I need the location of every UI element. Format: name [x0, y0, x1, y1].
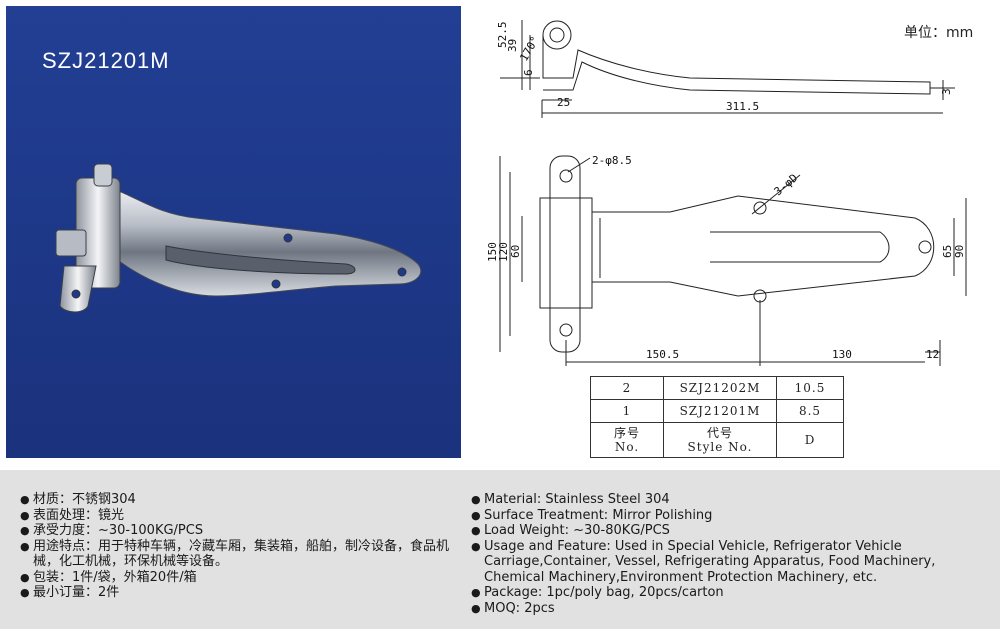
dim-60: 60: [509, 245, 522, 258]
spec-item-surface-en: ●Surface Treatment: Mirror Polishing: [471, 507, 713, 523]
unit-label: 单位：mm: [904, 25, 974, 41]
spec-item-package-cn: ●包装：1件/袋，外箱20件/箱: [20, 569, 197, 585]
dim-65: 65: [941, 245, 954, 258]
dim-6: 6: [522, 69, 535, 76]
dim-12: 12: [926, 348, 939, 361]
dim-130: 130: [832, 348, 852, 361]
spec-list-chinese: ●材质：不锈钢304 ●表面处理：镜光 ●承受力度：~30-100KG/PCS …: [20, 492, 460, 601]
dim-120: 120: [497, 242, 510, 262]
spec-info-band: ●材质：不锈钢304 ●表面处理：镜光 ●承受力度：~30-100KG/PCS …: [0, 470, 1000, 629]
spec-item-moq-cn: ●最小订量：2件: [20, 585, 120, 600]
table-cell-d: 10.5: [776, 376, 844, 400]
table-cell-style: SZJ21202M: [663, 376, 777, 400]
spec-item-moq-en: ●MOQ: 2pcs: [471, 600, 555, 616]
dim-52-5: 52.5: [496, 22, 509, 49]
header-style-en: Style No.: [687, 440, 753, 454]
dim-angle-170: 170°: [517, 34, 542, 63]
table-cell-d: 8.5: [776, 399, 844, 423]
table-cell-no: 2: [590, 376, 664, 400]
bullet-icon: ●: [471, 493, 481, 506]
dim-39: 39: [506, 39, 519, 52]
dim-3-phi-d: 3-φD: [772, 171, 801, 198]
hinge-photo: [55, 163, 422, 313]
bullet-icon: ●: [20, 570, 30, 584]
header-style-cn: 代号: [706, 426, 733, 440]
table-cell-style: SZJ21201M: [663, 399, 777, 423]
product-photo-panel: SZJ21201M: [6, 6, 461, 458]
header-no-cn: 序号: [613, 426, 640, 440]
table-row: 2 SZJ21202M 10.5: [590, 376, 844, 400]
bullet-icon: ●: [20, 493, 30, 506]
bullet-icon: ●: [471, 539, 481, 553]
bullet-icon: ●: [20, 539, 30, 553]
table-row: 1 SZJ21201M 8.5: [590, 399, 844, 423]
bullet-icon: ●: [471, 601, 481, 615]
spec-item-package-en: ●Package: 1pc/poly bag, 20pcs/carton: [471, 585, 724, 600]
header-no-en: No.: [614, 440, 640, 454]
spec-item-surface-cn: ●表面处理：镜光: [20, 507, 125, 523]
dim-150-5: 150.5: [646, 348, 679, 361]
table-header-d: D: [776, 422, 844, 458]
bullet-icon: ●: [20, 508, 30, 522]
spec-item-material-cn: ●材质：不锈钢304: [20, 492, 136, 507]
spec-list-english: ●Material: Stainless Steel 304 ●Surface …: [471, 492, 991, 616]
table-cell-no: 1: [590, 399, 664, 423]
spec-item-load-en: ●Load Weight: ~30-80KG/PCS: [471, 523, 670, 538]
bullet-icon: ●: [471, 508, 481, 522]
spec-item-usage-cn: ●用途特点：用于特种车辆，冷藏车厢，集装箱，船舶，制冷设备，食品机械，化工机械，…: [20, 538, 450, 570]
product-model-title: SZJ21201M: [42, 48, 170, 73]
spec-item-material-en: ●Material: Stainless Steel 304: [471, 492, 670, 507]
spec-item-usage-en: ●Usage and Feature: Used in Special Vehi…: [471, 538, 936, 585]
bullet-icon: ●: [471, 524, 481, 537]
bullet-icon: ●: [20, 524, 30, 537]
spec-item-load-cn: ●承受力度：~30-100KG/PCS: [20, 523, 204, 538]
bullet-icon: ●: [471, 586, 481, 599]
bullet-icon: ●: [20, 586, 30, 599]
technical-drawing: 52.5 39 170° 6 25 311.5 3 2-φ8.5 3-φD 15…: [486, 20, 967, 366]
dim-25: 25: [557, 96, 570, 109]
dim-3: 3: [940, 88, 953, 95]
dim-90: 90: [953, 245, 966, 258]
dim-311-5: 311.5: [726, 100, 759, 113]
dim-2-phi-8-5: 2-φ8.5: [592, 154, 632, 167]
dim-150: 150: [486, 242, 499, 262]
